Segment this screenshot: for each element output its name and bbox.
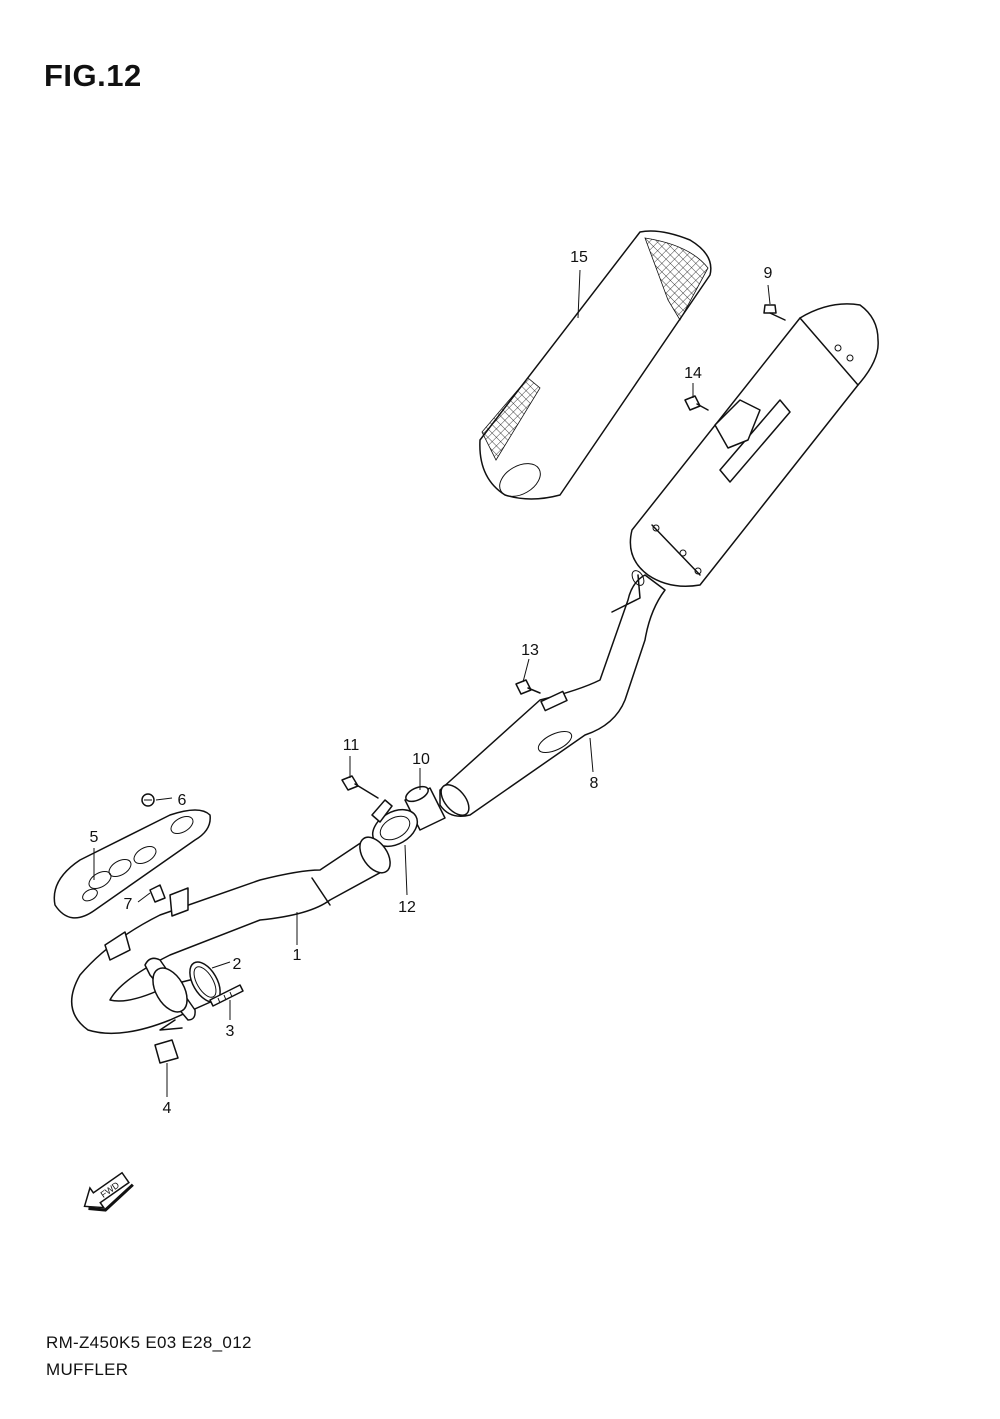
callout-11: 11 bbox=[343, 737, 360, 754]
callout-12: 12 bbox=[398, 899, 416, 916]
muffler-cover-part bbox=[479, 230, 712, 500]
callout-9: 9 bbox=[764, 265, 773, 282]
gasket-2-part bbox=[189, 961, 221, 1003]
fwd-arrow-icon: FWD bbox=[83, 1171, 134, 1212]
callout-1: 1 bbox=[293, 947, 302, 964]
callout-15: 15 bbox=[570, 249, 588, 266]
callout-2: 2 bbox=[233, 956, 242, 973]
callout-7: 7 bbox=[124, 896, 133, 913]
clamp-12-part bbox=[371, 799, 419, 848]
bolt-13-part bbox=[515, 679, 541, 695]
callout-13: 13 bbox=[521, 642, 539, 659]
bolt-11-part bbox=[341, 775, 379, 799]
callout-8: 8 bbox=[590, 775, 599, 792]
leader-lines bbox=[93, 269, 771, 1097]
callout-6: 6 bbox=[178, 792, 187, 809]
flange-part bbox=[144, 957, 196, 1021]
bolt-9-part bbox=[763, 304, 786, 321]
exhaust-pipe-part bbox=[70, 836, 391, 1035]
callout-5: 5 bbox=[90, 829, 99, 846]
clip-7-part bbox=[149, 884, 166, 903]
bolt-14-part bbox=[684, 395, 709, 411]
bolt-6-part bbox=[141, 793, 155, 807]
callout-labels: 1 2 3 4 5 6 7 8 9 10 11 12 13 14 15 bbox=[90, 249, 773, 1117]
diagram-name: MUFFLER bbox=[46, 1360, 129, 1379]
stud-3-part bbox=[209, 984, 244, 1007]
diagram-code: RM-Z450K5 E03 E28_012 bbox=[46, 1333, 252, 1352]
callout-3: 3 bbox=[226, 1023, 235, 1040]
figure-title: FIG.12 bbox=[44, 58, 142, 93]
nut-4-part bbox=[154, 1019, 183, 1064]
callout-4: 4 bbox=[163, 1100, 172, 1117]
muffler-assembly-part bbox=[439, 303, 879, 817]
heat-shield-part bbox=[53, 809, 211, 919]
callout-14: 14 bbox=[684, 365, 702, 382]
callout-10: 10 bbox=[412, 751, 430, 768]
